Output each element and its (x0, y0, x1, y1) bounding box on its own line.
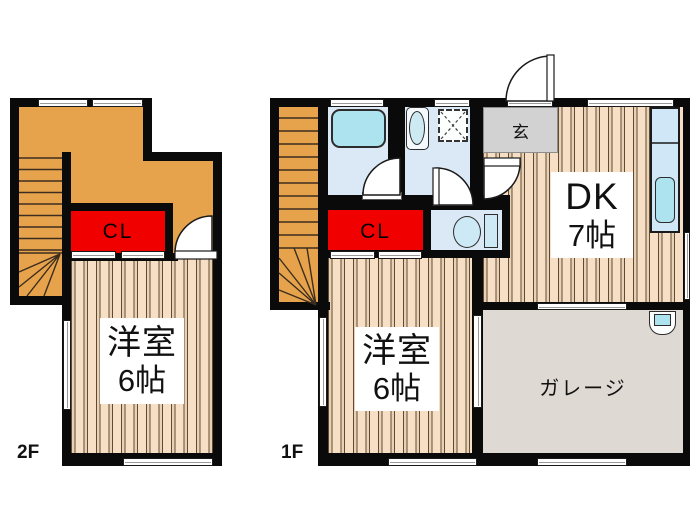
f1-closet: CL (328, 210, 423, 253)
f1-dk-label-box: DK 7帖 (551, 172, 633, 258)
door-threshold (362, 192, 402, 200)
f1-dk-size: 7帖 (567, 218, 617, 254)
toilet-bowl (453, 216, 481, 248)
wall (328, 195, 510, 210)
window (92, 99, 143, 107)
f2-closet-label: CL (102, 219, 134, 243)
window (388, 458, 477, 466)
wall (423, 210, 431, 253)
f2-hall-doorway-area (173, 203, 213, 253)
f1-stairs (279, 105, 318, 310)
closet-sliding-door (330, 251, 375, 259)
f1-entrance-area (483, 107, 558, 153)
entrance-doorway (507, 98, 553, 107)
f1-room-size: 6帖 (372, 370, 422, 406)
f2-closet: CL (71, 210, 165, 253)
f1-garage-floor (483, 310, 683, 453)
window (63, 320, 71, 410)
wall (165, 210, 173, 253)
f1-garage-label: ガレージ (483, 372, 683, 400)
f1-room-name: 洋室 (362, 331, 432, 370)
f2-floor-label: 2F (17, 442, 40, 463)
f1-entrance-label: 玄 (483, 107, 558, 153)
window (587, 99, 674, 107)
wall (318, 453, 690, 466)
f1-floor-label: 1F (281, 442, 304, 463)
f2-room-label-box: 洋室 6帖 (100, 318, 184, 404)
window (537, 303, 627, 310)
washbasin-bowl (409, 111, 425, 145)
window (434, 99, 470, 107)
wall (318, 98, 328, 466)
wall (270, 302, 330, 310)
f1-garage-text: ガレージ (539, 377, 627, 400)
f2-room-size: 6帖 (117, 362, 167, 398)
wall (62, 203, 173, 211)
f2-hall-upper (19, 107, 143, 152)
closet-sliding-door (378, 251, 422, 259)
closet-sliding-door (121, 251, 165, 259)
wall (388, 98, 405, 198)
wall (502, 203, 510, 258)
window (473, 315, 482, 408)
window (319, 317, 327, 407)
window (684, 232, 690, 300)
wall (470, 98, 483, 203)
closet-sliding-door (71, 251, 116, 259)
window (38, 99, 88, 107)
wall (62, 253, 178, 261)
wall (143, 98, 152, 161)
f1-entrance-door-swing (505, 54, 555, 102)
window (330, 99, 384, 107)
f2-stairs (19, 152, 62, 305)
garage-sink-basin (654, 314, 671, 326)
wall (62, 152, 71, 466)
door-threshold (433, 198, 473, 206)
toilet-tank (484, 214, 498, 248)
f1-room-label-box: 洋室 6帖 (355, 327, 439, 411)
f2-room-name: 洋室 (107, 323, 177, 362)
f1-dk-name: DK (565, 175, 619, 217)
washer-pan (438, 109, 468, 142)
bathtub (331, 109, 386, 148)
wall (270, 98, 279, 310)
wall (10, 296, 71, 305)
wall (213, 152, 222, 466)
wall (10, 98, 19, 305)
window (123, 458, 213, 466)
kitchen-sink (655, 177, 675, 223)
f1-closet-label: CL (360, 219, 391, 243)
garage-door-opening (537, 458, 627, 466)
f1-entrance-text: 玄 (512, 122, 529, 142)
wall (143, 152, 222, 161)
